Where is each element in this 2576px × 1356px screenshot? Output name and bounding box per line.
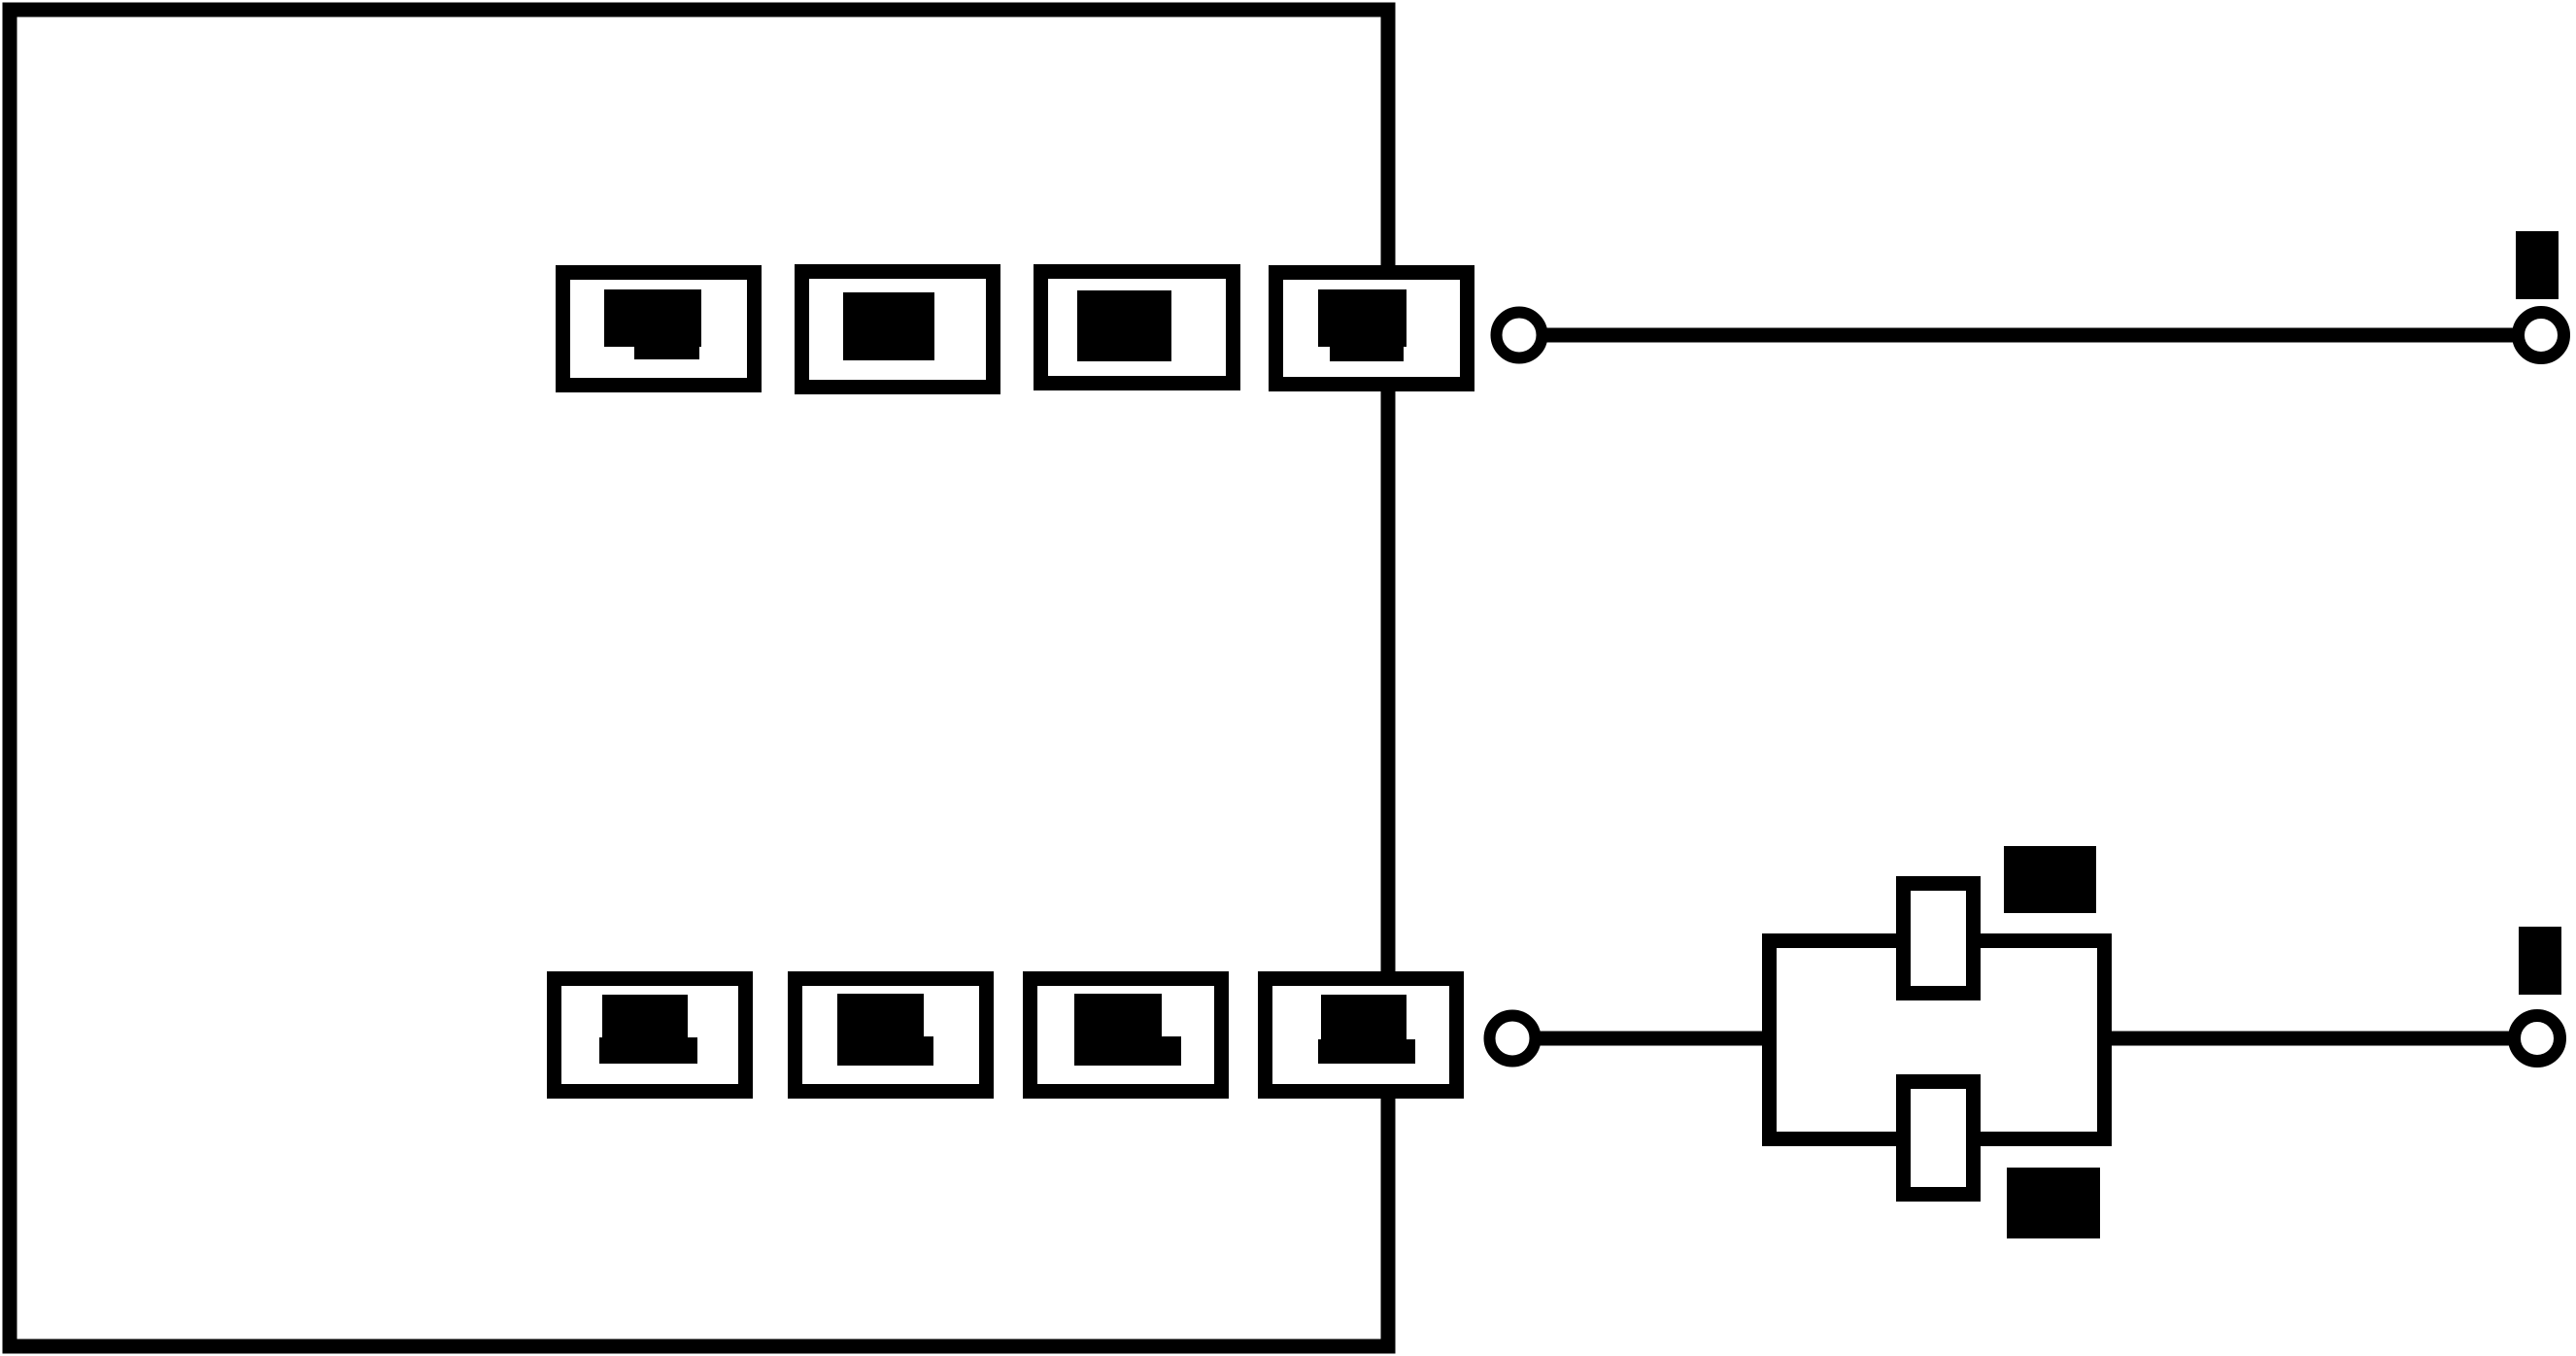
main-block-outline: [2, 2, 1396, 1354]
terminal-label-block-top: [2516, 231, 2559, 299]
pin-glyph-block-bottom-3: [1074, 994, 1162, 1036]
component-label-block-top: [2004, 846, 2096, 913]
pin-glyph-block-bottom-4: [1318, 1039, 1415, 1064]
inline-component-top-contact: [1896, 876, 1981, 1000]
terminal-circle-top: [2512, 306, 2570, 364]
inline-component-bottom-contact: [1896, 1074, 1981, 1202]
port-circle-bottom: [1483, 1009, 1542, 1068]
pin-glyph-block-bottom-2: [837, 994, 924, 1036]
pin-glyph-block-bottom-1: [599, 1037, 697, 1064]
port-circle-top: [1490, 306, 1548, 364]
pin-glyph-block-top-3: [1077, 290, 1171, 361]
pin-glyph-block-top-2: [843, 292, 934, 360]
pin-glyph-block-top-1: [604, 289, 701, 347]
pin-glyph-block-bottom-1: [602, 995, 688, 1037]
pin-glyph-block-top-4: [1330, 347, 1404, 361]
pin-glyph-block-bottom-2: [837, 1036, 933, 1066]
pin-glyph-block-top-1: [634, 347, 699, 359]
terminal-circle-bottom: [2508, 1009, 2566, 1068]
pin-glyph-block-bottom-4: [1321, 995, 1407, 1039]
pin-glyph-block-bottom-3: [1074, 1036, 1181, 1066]
component-label-block-bottom: [2007, 1168, 2100, 1238]
pin-glyph-block-top-4: [1318, 289, 1407, 347]
terminal-label-block-bottom: [2519, 927, 2561, 995]
